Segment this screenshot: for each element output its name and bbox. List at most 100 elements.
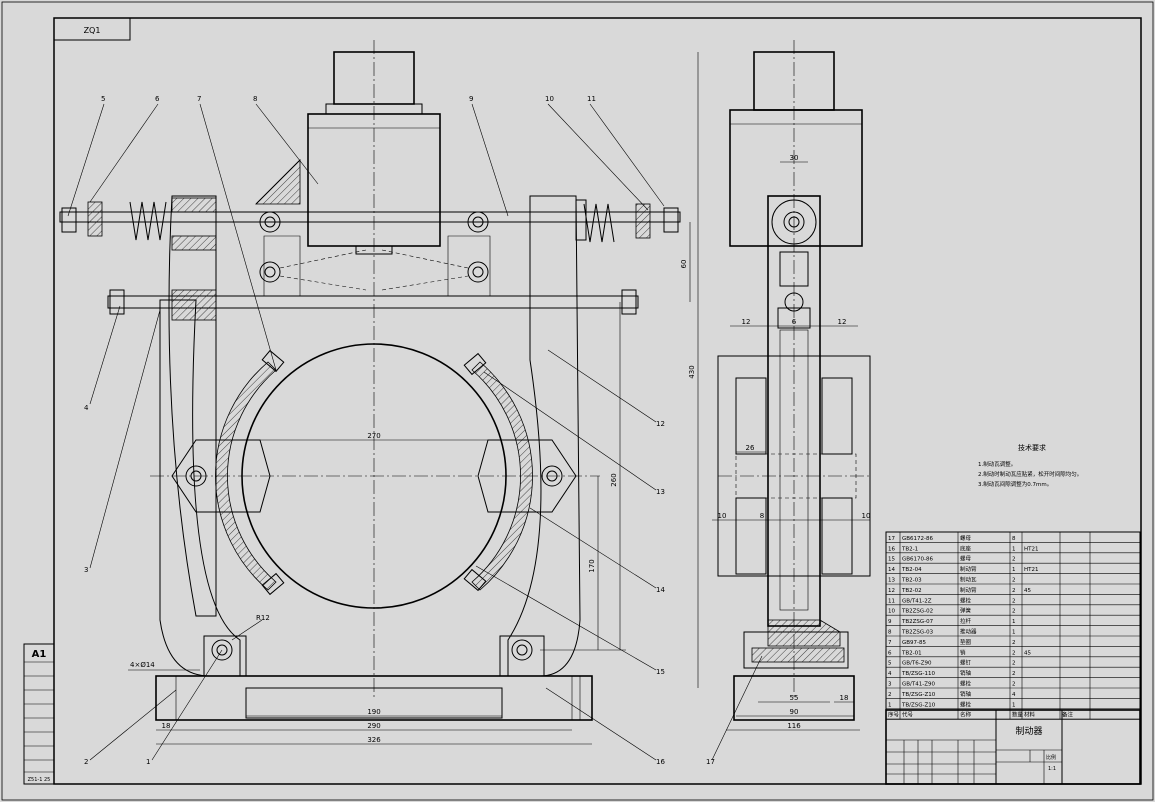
part-label: 14 — [656, 586, 665, 594]
bom-cell: 2 — [1012, 588, 1016, 594]
svg-text:3.制动瓦间隙调整为0.7mm。: 3.制动瓦间隙调整为0.7mm。 — [978, 480, 1052, 488]
bom-cell: 螺母 — [960, 534, 972, 542]
bom-cell: 1 — [1012, 702, 1016, 708]
bom-cell: 6 — [888, 650, 892, 656]
bom-cell: TB2-04 — [901, 567, 922, 573]
bom-cell: 2 — [888, 692, 892, 698]
svg-text:170: 170 — [588, 559, 596, 572]
bom-cell: 12 — [888, 588, 895, 594]
bom-header-cell: 数量 — [1012, 711, 1024, 719]
bom-cell: 2 — [1012, 557, 1016, 563]
brake-drum — [241, 343, 507, 609]
bom-header-cell: 备注 — [1062, 711, 1074, 719]
part-label: 13 — [656, 488, 665, 496]
bom-cell: 螺母 — [960, 555, 972, 563]
left-brake-arm — [168, 195, 217, 617]
svg-text:6: 6 — [792, 318, 797, 326]
bom-cell: 制动臂 — [960, 586, 977, 594]
svg-text:30: 30 — [790, 154, 799, 162]
bom-cell: 2 — [1012, 661, 1016, 667]
bom-header-cell: 材料 — [1024, 711, 1036, 719]
bom-cell: 1 — [888, 702, 892, 708]
bom-cell: 螺栓 — [960, 596, 972, 604]
corner-code-box — [53, 17, 131, 41]
svg-text:4×Ø14: 4×Ø14 — [130, 661, 155, 669]
side-view — [717, 40, 871, 721]
drawing-title: 制动器 — [1015, 725, 1042, 737]
bom-cell: HT21 — [1024, 546, 1039, 552]
svg-text:190: 190 — [367, 708, 380, 716]
part-label: 2 — [84, 758, 88, 766]
right-brake-shoe — [471, 361, 533, 591]
svg-text:430: 430 — [688, 365, 696, 378]
svg-text:12: 12 — [742, 318, 751, 326]
svg-text:8: 8 — [760, 512, 764, 520]
bom-cell: GB97-85 — [902, 640, 927, 646]
bom-cell: TB2-03 — [901, 578, 922, 584]
technical-notes: 技术要求 1.制动瓦调整。 2.制动时制动瓦应贴紧，松开时间隙均匀。 3.制动瓦… — [978, 443, 1082, 488]
part-label: 1 — [146, 758, 150, 766]
front-view — [59, 40, 681, 721]
svg-text:326: 326 — [367, 736, 381, 744]
part-label: 8 — [253, 95, 257, 103]
bom-cell: 螺栓 — [960, 700, 972, 708]
bom-header-cell: 代号 — [902, 711, 914, 719]
bom-cell: 8 — [1012, 536, 1016, 542]
title-block: 制动器 比例 1:1 — [885, 709, 1141, 785]
bom-cell: 2 — [1012, 578, 1016, 584]
svg-text:R12: R12 — [256, 614, 270, 622]
svg-text:1:1: 1:1 — [1048, 766, 1056, 772]
bom-cell: TB2-1 — [901, 546, 918, 552]
bom-cell: GB6172-86 — [902, 536, 934, 542]
bom-cell: TB2-02 — [901, 588, 922, 594]
lower-rod — [107, 295, 639, 309]
svg-text:技术要求: 技术要求 — [1018, 443, 1046, 452]
part-label: 4 — [84, 404, 89, 412]
bom-cell: 13 — [888, 578, 895, 584]
bom-cell: 7 — [888, 640, 892, 646]
part-label: 17 — [706, 758, 715, 766]
bom-cell: GB6170-86 — [902, 557, 934, 563]
bom-cell: 2 — [1012, 640, 1016, 646]
bom-cell: 17 — [888, 536, 895, 542]
bom-cell: 1 — [1012, 619, 1016, 625]
part-label: 12 — [656, 420, 665, 428]
bom-header-cell: 名称 — [960, 711, 972, 719]
sheet-size: A1 — [32, 649, 47, 660]
svg-text:18: 18 — [840, 694, 849, 702]
svg-text:116: 116 — [787, 722, 801, 730]
part-label: 7 — [197, 95, 201, 103]
bom-cell: TB2ZSG-07 — [901, 619, 934, 625]
bom-cell: TB/ZSG-110 — [901, 671, 935, 677]
part-label: 3 — [84, 566, 88, 574]
bom-cell: GB/T41-Z90 — [902, 682, 935, 688]
part-label: 6 — [155, 95, 160, 103]
bom-cell: 4 — [888, 671, 892, 677]
part-label: 10 — [545, 95, 554, 103]
bom-cell: 2 — [1012, 598, 1016, 604]
bom-cell: 8 — [888, 630, 892, 636]
svg-text:26: 26 — [746, 444, 755, 452]
part-label: 15 — [656, 668, 665, 676]
bom-cell: 1 — [1012, 630, 1016, 636]
bom-cell: 垫圈 — [960, 638, 972, 646]
svg-text:18: 18 — [162, 722, 171, 730]
left-title-strip: A1 Z51-1 25 — [23, 643, 55, 785]
bom-cell: 11 — [888, 598, 895, 604]
bom-cell: 推动器 — [960, 628, 977, 636]
svg-text:260: 260 — [610, 473, 618, 486]
svg-text:290: 290 — [367, 722, 380, 730]
bom-cell: 15 — [888, 557, 895, 563]
bom-cell: 1 — [1012, 567, 1016, 573]
bom-cell: 45 — [1024, 650, 1031, 656]
bom-cell: 拉杆 — [960, 617, 972, 625]
inner-frame — [53, 17, 1142, 785]
bom-cell: HT21 — [1024, 567, 1039, 573]
svg-text:90: 90 — [790, 708, 799, 716]
bom-cell: TB2ZSG-02 — [901, 609, 933, 615]
svg-text:10: 10 — [862, 512, 871, 520]
bom-cell: TB2ZSG-03 — [901, 630, 934, 636]
side-dimensions: 30 12 12 6 26 10 8 10 55 18 90 116 — [712, 154, 871, 731]
